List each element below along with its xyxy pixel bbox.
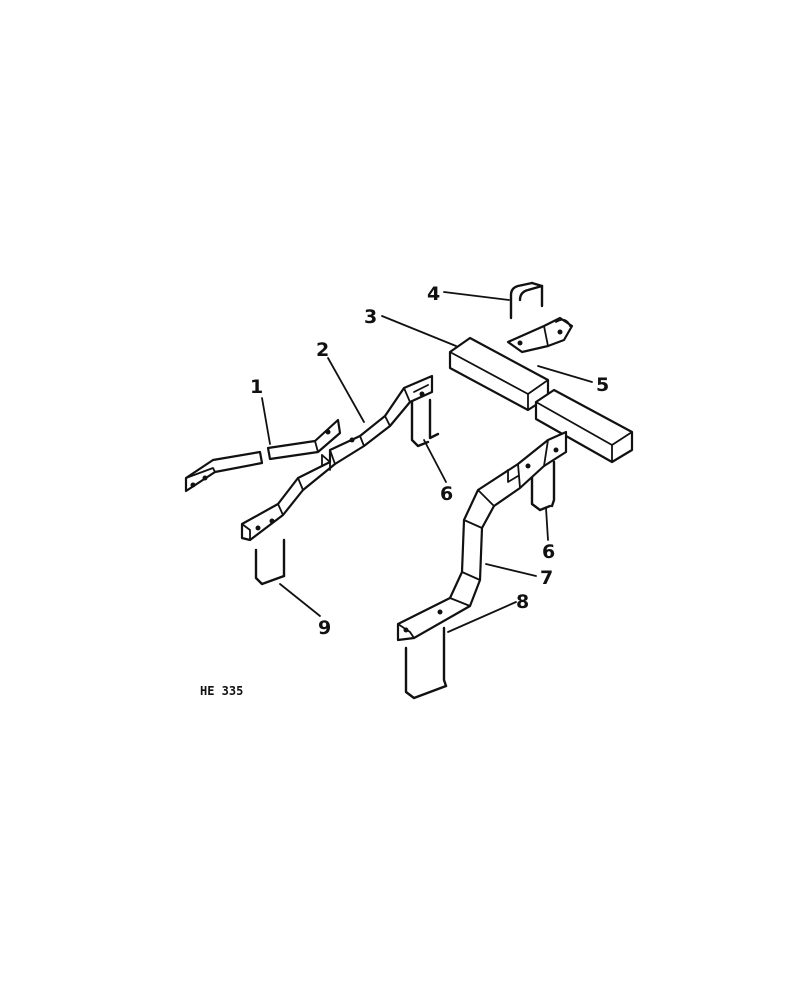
part-1-brace	[184, 418, 342, 493]
callout-1: 1	[250, 376, 263, 398]
leader-9	[279, 583, 321, 617]
callout-6-right: 6	[542, 541, 555, 563]
leader-7	[485, 563, 537, 577]
part-8-long-u-bolt	[404, 626, 448, 700]
leader-2	[327, 357, 365, 423]
leader-6b	[545, 507, 549, 541]
part-4-u-bolt	[509, 281, 544, 320]
part-3-tube-cross-member	[448, 336, 634, 464]
leader-4	[443, 291, 510, 301]
leader-3	[381, 315, 457, 347]
leader-1	[261, 397, 271, 445]
callout-9: 9	[318, 617, 331, 639]
callout-8: 8	[516, 591, 529, 613]
leader-6a	[423, 439, 447, 483]
callout-5: 5	[596, 374, 609, 396]
part-2-support-bar	[240, 374, 434, 542]
leader-8	[447, 601, 517, 633]
callout-6-left: 6	[440, 483, 453, 505]
part-5-clamp-bracket	[506, 316, 574, 354]
callout-4: 4	[427, 283, 440, 305]
callout-2: 2	[316, 339, 329, 361]
part-6-u-bolt-left	[410, 398, 440, 448]
leader-5	[537, 365, 593, 383]
part-9-u-bolt	[254, 538, 286, 586]
part-6-u-bolt-right	[530, 460, 556, 512]
leader-lines	[261, 291, 593, 633]
callout-3: 3	[364, 306, 377, 328]
callout-numbers: 1 2 3 4 5 6 6 7 8 9	[250, 283, 609, 639]
part-7-side-frame-bar	[396, 430, 568, 642]
figure-code: HE 335	[200, 684, 243, 698]
callout-7: 7	[540, 567, 553, 589]
